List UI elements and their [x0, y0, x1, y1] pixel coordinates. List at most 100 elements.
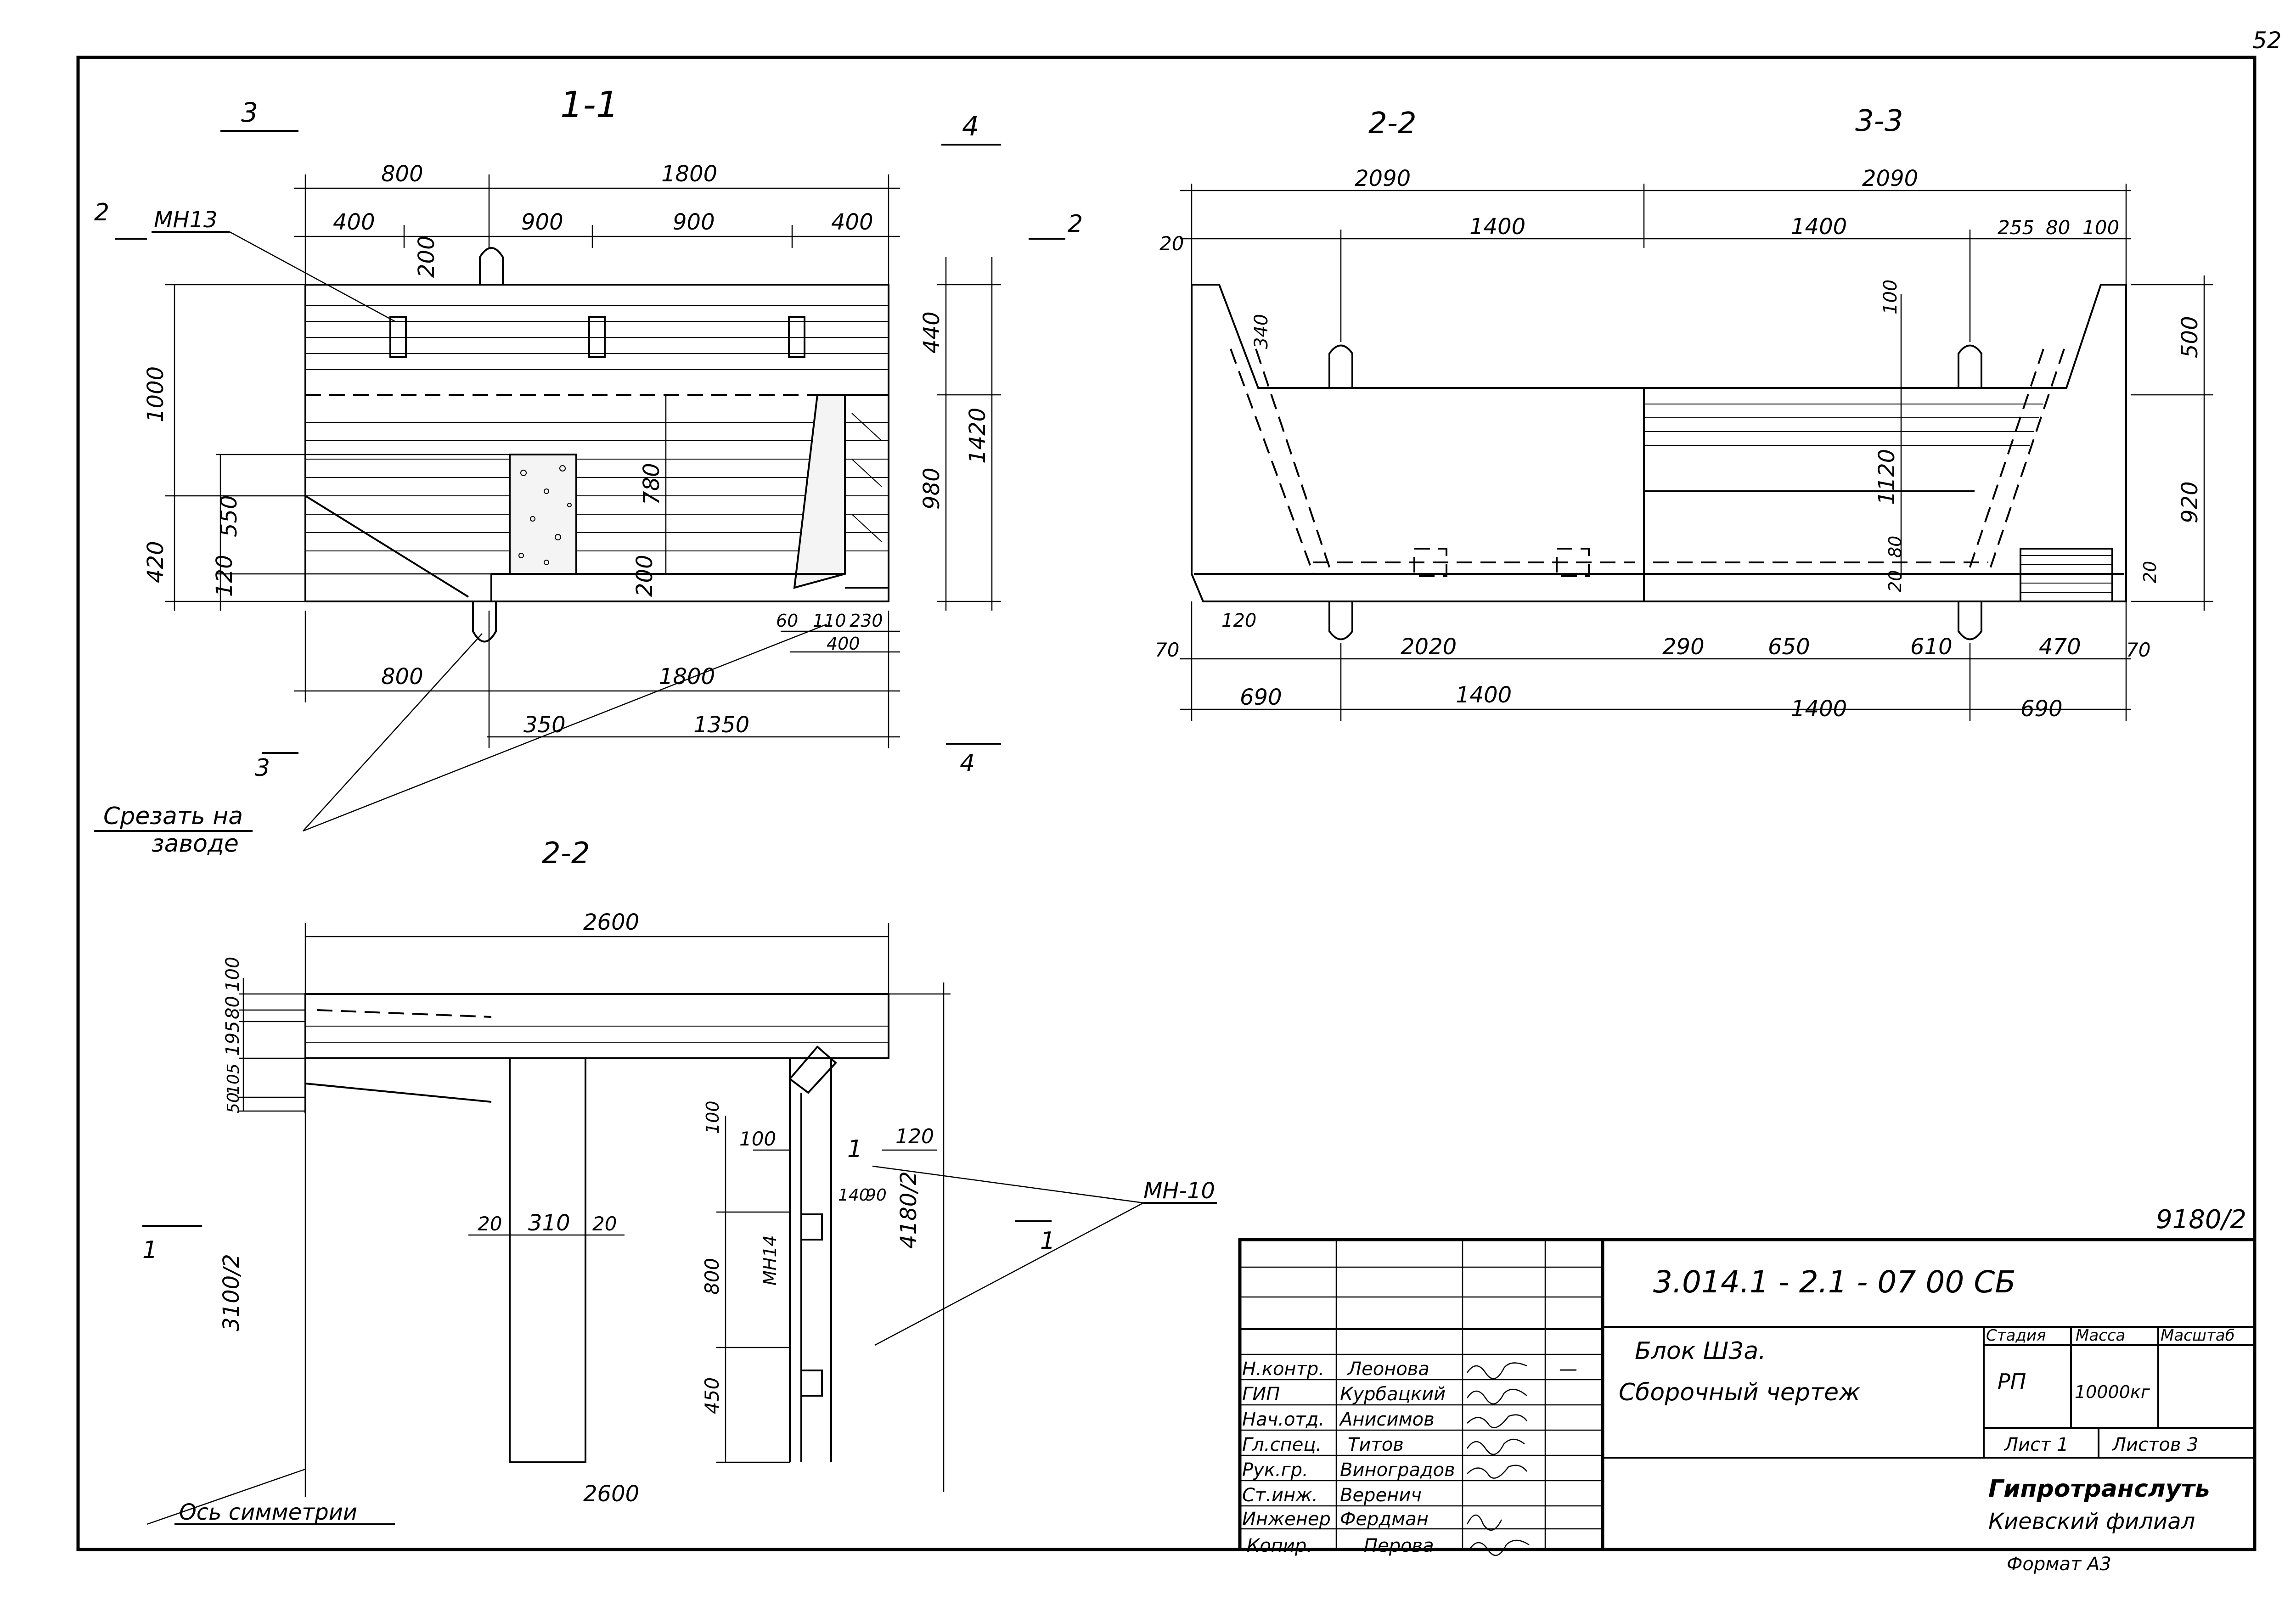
body-texture — [305, 305, 889, 551]
cut-1-mid: 1 — [847, 1135, 862, 1163]
section-3-3-title: 3-3 — [1855, 104, 1903, 138]
embedded-plate — [389, 316, 407, 358]
cut-1-left: 1 — [142, 1236, 158, 1264]
dim: 1800 — [659, 664, 715, 690]
lifting-loop — [479, 247, 504, 285]
cut-mark-3-bottom: 3 — [255, 754, 270, 782]
dim: 780 — [639, 463, 664, 505]
role: Инженер — [1242, 1509, 1331, 1530]
dim: 450 — [701, 1377, 723, 1414]
person: Перова — [1364, 1535, 1434, 1556]
section-1-1-title: 1-1 — [560, 84, 619, 126]
dim: 20 — [1885, 570, 1905, 592]
person: Титов — [1348, 1434, 1404, 1455]
cut-mark-2-right: 2 — [1068, 210, 1083, 238]
org-name: Гипротранслуть — [1988, 1475, 2210, 1503]
format-label: Формат А3 — [2007, 1554, 2111, 1575]
cut-mark-2-left: 2 — [94, 199, 109, 226]
dim: 140 — [838, 1186, 870, 1205]
cut-1-right: 1 — [1040, 1227, 1055, 1255]
dim: 690 — [2020, 696, 2063, 722]
dim: 1400 — [1456, 682, 1512, 708]
label-cut-note-1: Срезать на — [103, 803, 243, 830]
role: Ст.инж. — [1242, 1485, 1318, 1506]
label-mn14: МН14 — [760, 1235, 780, 1286]
dim: 20 — [592, 1213, 617, 1235]
dim: 1350 — [693, 712, 749, 738]
dim: 1800 — [661, 161, 717, 187]
dim: 80 — [1885, 536, 1905, 558]
dim: 920 — [2177, 481, 2203, 523]
dim: 1000 — [143, 366, 169, 422]
dim: 70 — [1155, 639, 1179, 661]
label-mn13: МН13 — [154, 207, 218, 233]
dim: 230 — [850, 611, 883, 631]
role: ГИП — [1242, 1384, 1280, 1405]
slab-texture — [305, 1026, 889, 1043]
signatures — [1466, 1362, 1530, 1556]
block-name: Блок Ш3а. — [1635, 1337, 1766, 1365]
dim: 2600 — [583, 1481, 639, 1507]
section-2-2-title: 2-2 — [1368, 107, 1417, 140]
section-2-2-and-3-3: 2-2 3-3 — [1155, 104, 2213, 722]
label-cut-note-2: заводе — [152, 830, 239, 858]
cut-mark-4-bottom: 4 — [960, 750, 975, 777]
dim: 200 — [632, 555, 658, 597]
person: Виноградов — [1340, 1460, 1455, 1481]
dim: 470 — [2039, 634, 2081, 660]
dim: 100 — [2082, 216, 2119, 239]
embedded-plate — [588, 316, 606, 358]
dim: 2090 — [1862, 166, 1918, 191]
dim: 2600 — [583, 909, 639, 935]
dim: 980 — [919, 467, 945, 510]
trough-texture — [1644, 404, 2043, 446]
end-block — [2020, 548, 2113, 602]
dim: 70 — [2126, 639, 2150, 661]
central-column — [509, 1057, 586, 1463]
sheet-ref: 9180/2 — [2156, 1205, 2246, 1235]
dim: 550 — [216, 495, 242, 537]
lifting-loop — [1328, 601, 1353, 640]
lifting-loop — [1328, 344, 1353, 388]
role: Копир. — [1247, 1535, 1312, 1556]
lifting-loop — [1958, 344, 1982, 388]
embedded-plate — [800, 1370, 823, 1397]
dim: 120 — [1221, 610, 1256, 631]
dim: 200 — [414, 236, 439, 278]
dim: 290 — [1662, 634, 1705, 660]
role: Нач.отд. — [1242, 1409, 1324, 1430]
dim: 1400 — [1469, 214, 1525, 240]
section-2-2-bottom-title: 2-2 — [542, 836, 590, 870]
role: Гл.спец. — [1242, 1434, 1322, 1455]
dim: 60 — [776, 611, 798, 631]
dim: 50 — [224, 1092, 243, 1113]
cut-mark-3-top: 3 — [241, 97, 258, 128]
right-wall-1-1 — [793, 394, 846, 589]
dim: 100 — [222, 957, 243, 992]
dim: 800 — [381, 161, 423, 187]
dim: 90 — [866, 1186, 887, 1205]
mass-value: 10000кг — [2075, 1382, 2150, 1402]
dim: 340 — [1251, 314, 1272, 349]
dim: 500 — [2177, 316, 2203, 358]
dim: 3100/2 — [219, 1254, 244, 1331]
socket — [1413, 548, 1447, 577]
section-1-1: 1-1 3 4 2 2 3 4 — [94, 84, 1083, 858]
column-speckle — [518, 465, 572, 565]
dim: 690 — [1240, 685, 1282, 710]
dim: 120 — [895, 1125, 934, 1148]
dim: 4180/2 — [896, 1171, 922, 1249]
dim: 2090 — [1355, 166, 1411, 191]
dash-mark: — — [1559, 1359, 1577, 1380]
label-axis: Ось симметрии — [179, 1499, 357, 1525]
sheet-frame — [76, 56, 2257, 1551]
dim: 1420 — [965, 408, 990, 464]
embedded-plate-mn14 — [800, 1213, 823, 1241]
person: Анисимов — [1339, 1409, 1435, 1430]
mass-header: Масса — [2076, 1326, 2125, 1345]
embedded-plate — [788, 316, 805, 358]
dim: 350 — [523, 712, 566, 738]
role: Рук.гр. — [1242, 1460, 1308, 1481]
dim: 400 — [827, 634, 860, 654]
